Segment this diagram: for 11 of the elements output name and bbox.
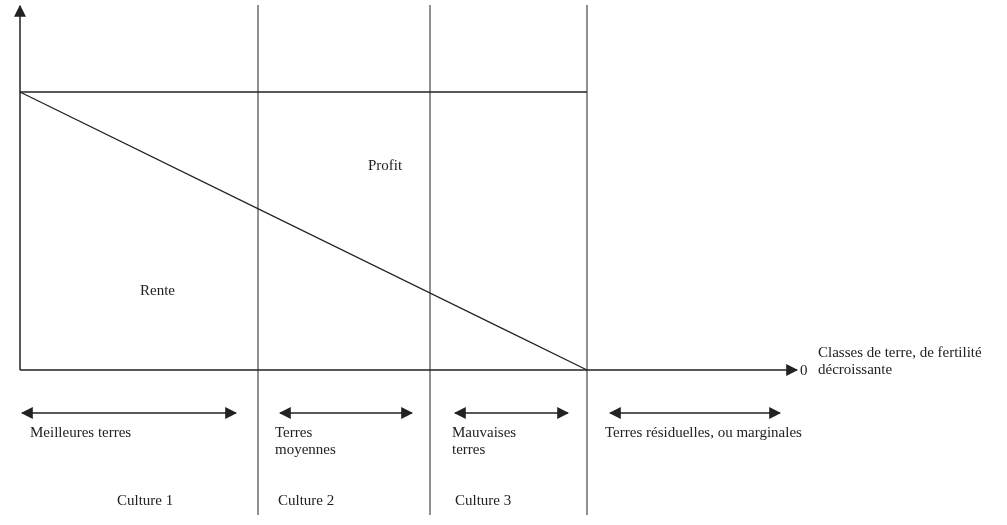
region-label: Profit: [368, 157, 403, 174]
land-class-label: Terres moyennes: [275, 424, 337, 458]
axis-origin-label: 0: [800, 362, 808, 379]
land-class-label: Terres résiduelles, ou marginales: [605, 424, 803, 441]
region-label: Rente: [140, 282, 175, 299]
crop-label: Culture 2: [278, 492, 335, 509]
axis-label: Classes de terre, de fertilité décroissante: [818, 344, 983, 378]
land-class-label: Meilleures terres: [30, 424, 132, 441]
crop-label: Culture 3: [455, 492, 512, 509]
crop-label: Culture 1: [117, 492, 174, 509]
land-class-label: Mauvaises terres: [452, 424, 518, 458]
